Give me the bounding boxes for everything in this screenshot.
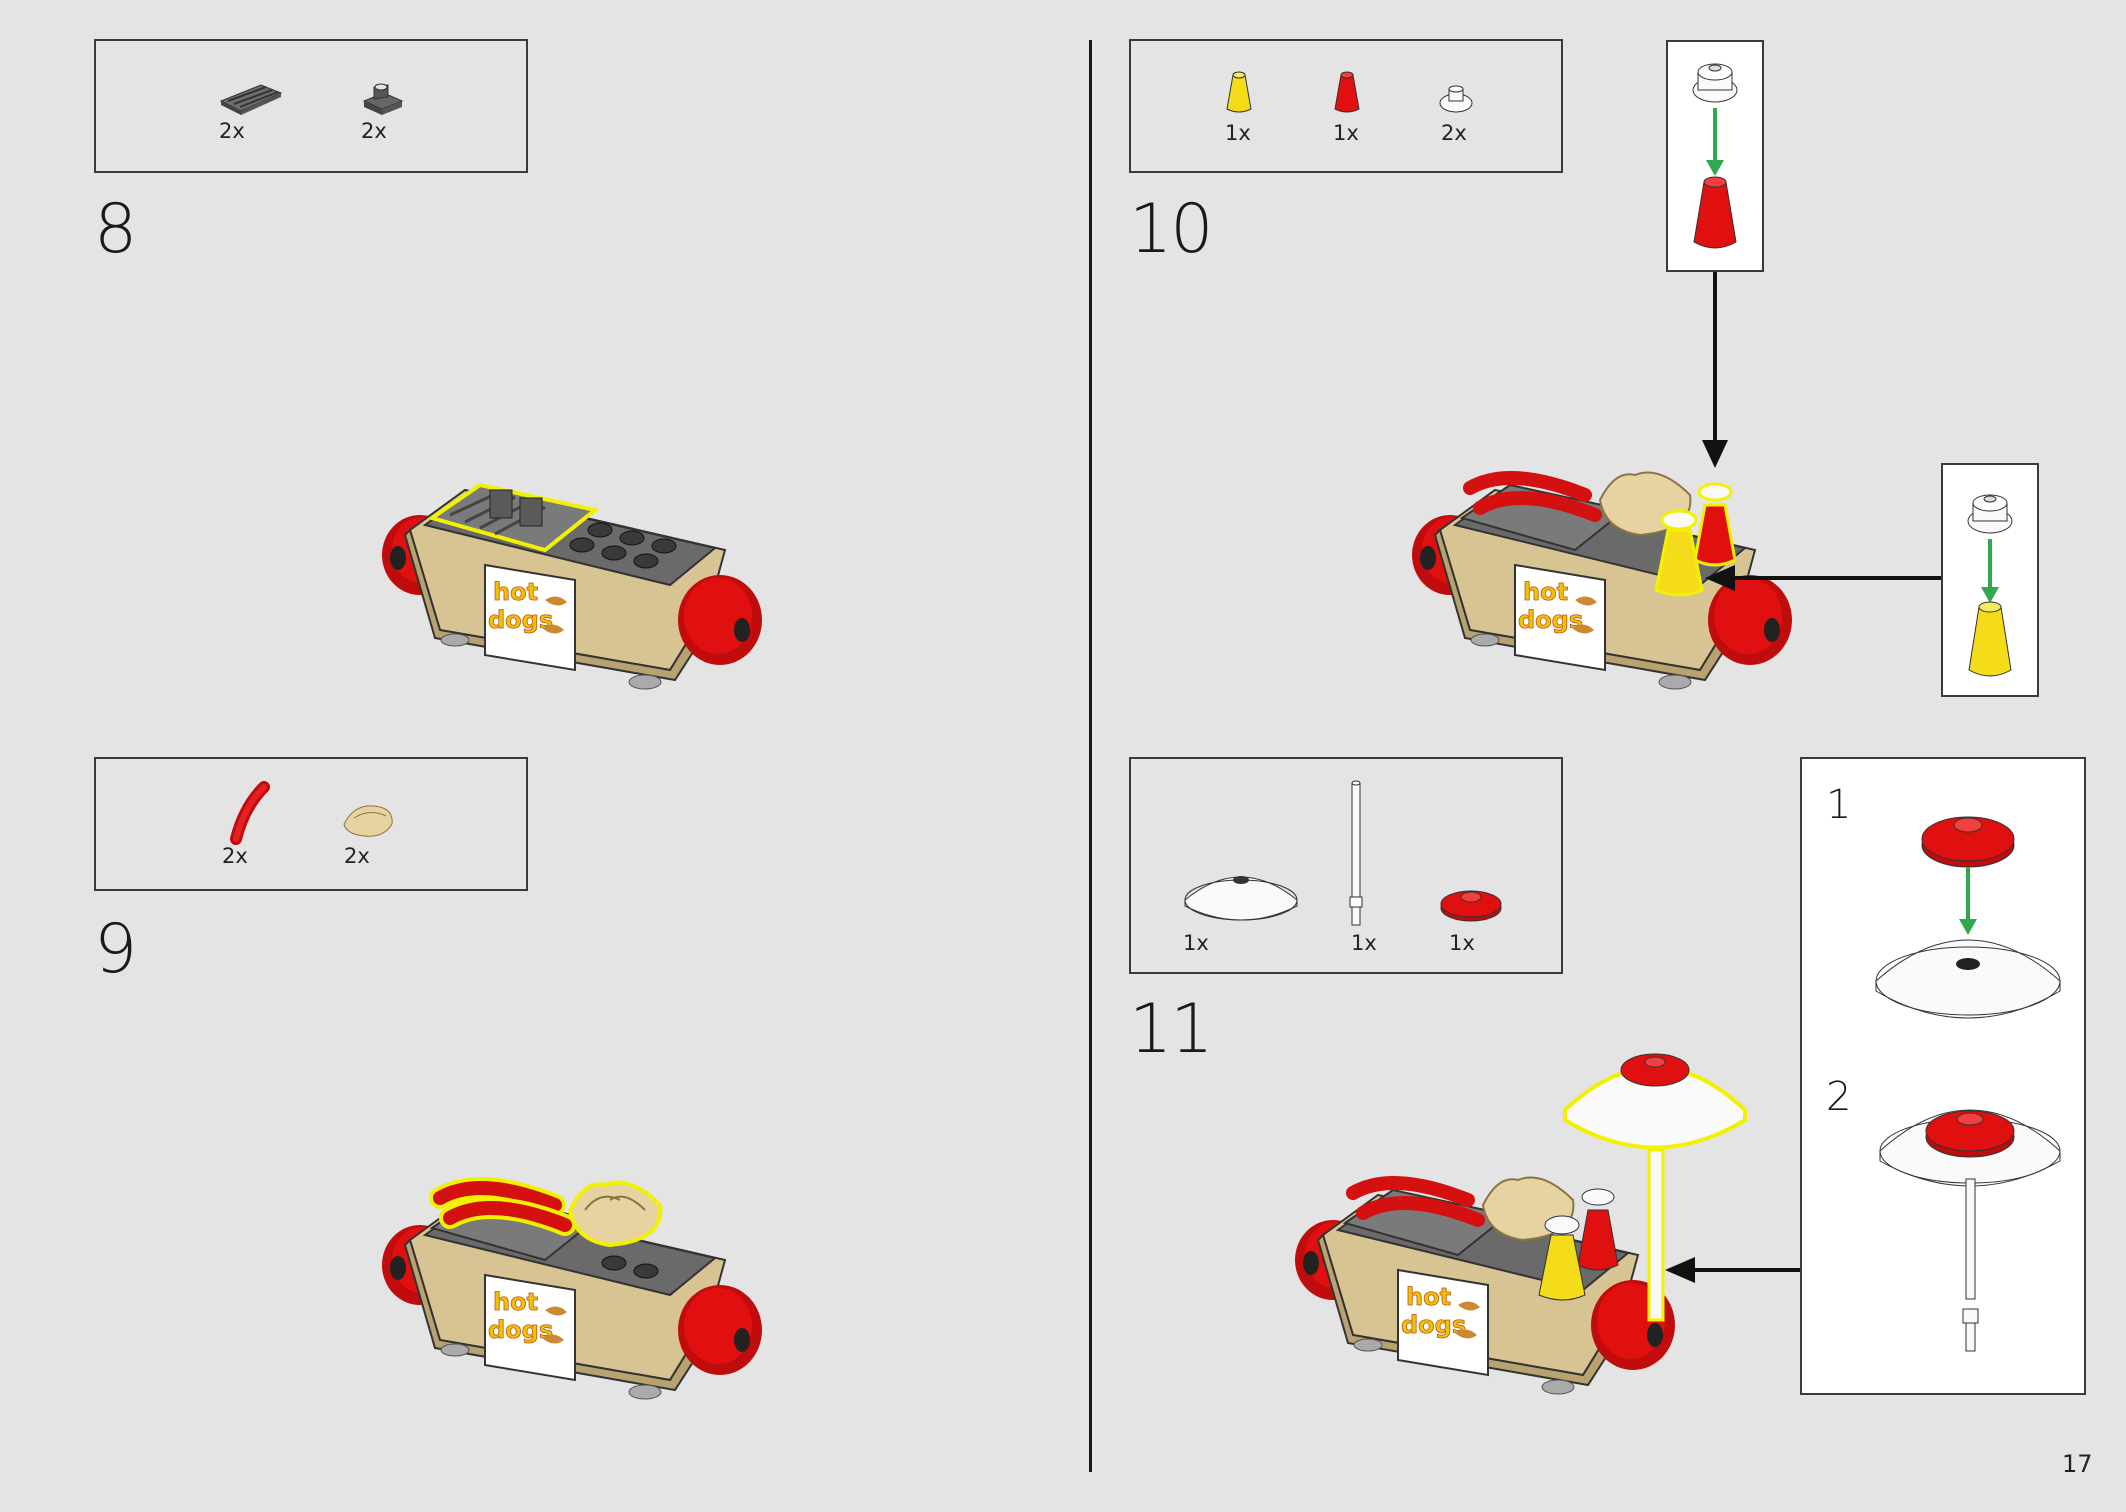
quantity-label: 1x xyxy=(1333,121,1359,145)
hot-dog-cart-model-step-11 xyxy=(1294,1053,1747,1395)
parts-list-step-8: 2x 2x xyxy=(94,39,528,173)
quantity-label: 1x xyxy=(1351,931,1377,955)
yellow-cone-icon xyxy=(1219,69,1259,119)
clip-plate-icon xyxy=(358,79,408,119)
sausage-icon xyxy=(216,779,286,849)
step-number: 10 xyxy=(1129,190,1214,269)
substep-number: 1 xyxy=(1826,782,1852,828)
substep-number: 2 xyxy=(1826,1074,1852,1120)
grille-tile-icon xyxy=(216,79,286,119)
quantity-label: 2x xyxy=(361,119,387,143)
quantity-label: 2x xyxy=(219,119,245,143)
hot-dog-bun-icon xyxy=(334,794,404,844)
red-round-tile-icon xyxy=(1436,884,1506,924)
white-dish-icon xyxy=(1181,854,1301,934)
parts-list-step-9: 2x 2x xyxy=(94,757,528,891)
quantity-label: 1x xyxy=(1449,931,1475,955)
page-divider xyxy=(1089,40,1092,1472)
quantity-label: 2x xyxy=(344,844,370,868)
sub-assembly-callout-red xyxy=(1666,40,1764,272)
parts-list-step-11: 1x 1x 1x xyxy=(1129,757,1563,974)
bar-icon xyxy=(1341,779,1371,929)
sub-assembly-callout-yellow xyxy=(1941,463,2039,697)
step-number: 9 xyxy=(94,910,137,989)
red-cone-icon xyxy=(1327,69,1367,119)
white-round-plate-icon xyxy=(1436,81,1476,117)
step-number: 8 xyxy=(94,190,137,269)
page-number: 17 xyxy=(2062,1450,2093,1478)
hot-dog-cart-model-step-9 xyxy=(381,1177,763,1400)
quantity-label: 2x xyxy=(1441,121,1467,145)
hot-dog-cart-model-step-10 xyxy=(1411,471,1793,690)
step-number: 11 xyxy=(1129,990,1214,1069)
quantity-label: 2x xyxy=(222,844,248,868)
sub-assembly-callout-umbrella: 1 2 xyxy=(1800,757,2086,1395)
quantity-label: 1x xyxy=(1225,121,1251,145)
hot-dog-cart-model-step-8 xyxy=(381,482,763,690)
parts-list-step-10: 1x 1x 2x xyxy=(1129,39,1563,173)
quantity-label: 1x xyxy=(1183,931,1209,955)
